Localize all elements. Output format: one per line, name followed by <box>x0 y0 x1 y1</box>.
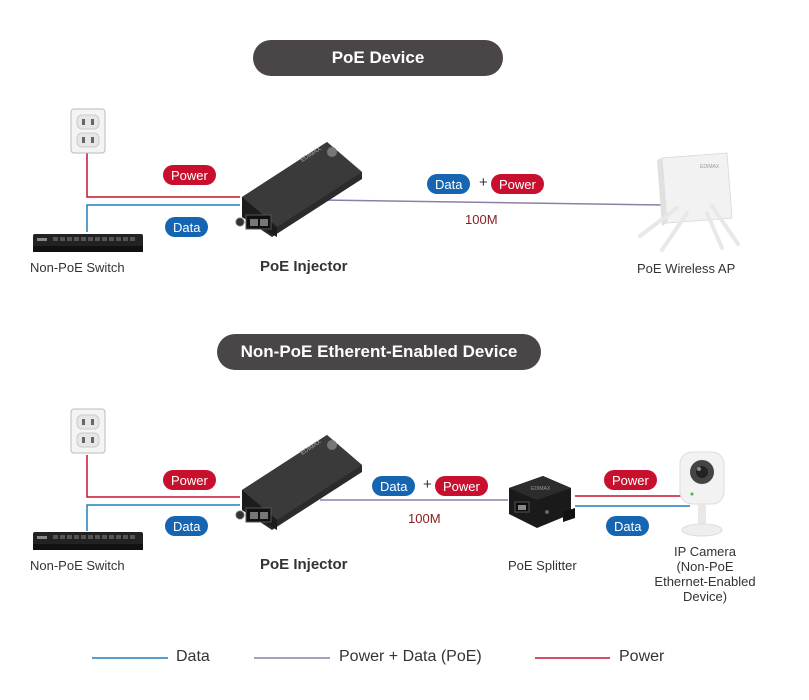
legend-power-label: Power <box>619 648 665 665</box>
power-line <box>86 455 240 498</box>
section-title-poe-device: PoE Device <box>253 40 503 76</box>
camera-label-line-4: Device) <box>682 589 728 604</box>
plus-sign: + <box>479 174 488 191</box>
plus-sign: + <box>423 476 432 493</box>
wireless-ap-icon: EDIMAX <box>638 152 740 252</box>
data-tag: Data <box>165 516 209 536</box>
combo-data-tag: Data <box>372 476 416 496</box>
camera-label: IP Camera (Non-PoE Ethernet-Enabled Devi… <box>640 544 770 604</box>
camera-label-line-3: Ethernet-Enabled <box>654 574 756 589</box>
switch-label: Non-PoE Switch <box>30 558 125 573</box>
ip-camera-icon <box>679 451 725 537</box>
switch-label: Non-PoE Switch <box>30 260 125 275</box>
combo-power-tag: Power <box>435 476 488 496</box>
poe-injector-icon: EDIMAX <box>235 435 362 530</box>
ap-label: PoE Wireless AP <box>637 261 736 276</box>
switch-icon <box>33 234 143 252</box>
poe-splitter-icon: EDIMAX <box>509 476 575 528</box>
power-line <box>86 150 240 198</box>
legend-poe-label: Power + Data (PoE) <box>339 648 482 665</box>
camera-label-line-2: (Non-PoE <box>676 559 734 574</box>
poe-line <box>319 199 666 206</box>
switch-icon <box>33 532 143 550</box>
data-tag: Data <box>165 217 209 237</box>
injector-label: PoE Injector <box>260 258 348 275</box>
splitter-label: PoE Splitter <box>508 558 577 573</box>
outlet-icon <box>70 108 106 154</box>
injector-label: PoE Injector <box>260 556 348 573</box>
power-tag: Power <box>163 165 216 185</box>
camera-label-line-1: IP Camera <box>674 544 736 559</box>
power-tag: Power <box>163 470 216 490</box>
svg-text:EDIMAX: EDIMAX <box>531 486 551 492</box>
speed-label: 100M <box>465 212 498 227</box>
legend-data-label: Data <box>176 648 210 665</box>
svg-text:EDIMAX: EDIMAX <box>700 164 720 170</box>
data-line <box>86 204 240 232</box>
poe-injector-icon: EDIMAX <box>235 142 362 237</box>
data-line <box>86 504 240 531</box>
right-data-tag: Data <box>606 516 650 536</box>
right-power-tag: Power <box>604 470 657 490</box>
speed-label: 100M <box>408 511 441 526</box>
combo-data-tag: Data <box>427 174 471 194</box>
outlet-icon <box>70 408 106 454</box>
section-title-non-poe-device: Non-PoE Etherent-Enabled Device <box>217 334 541 370</box>
combo-power-tag: Power <box>491 174 544 194</box>
